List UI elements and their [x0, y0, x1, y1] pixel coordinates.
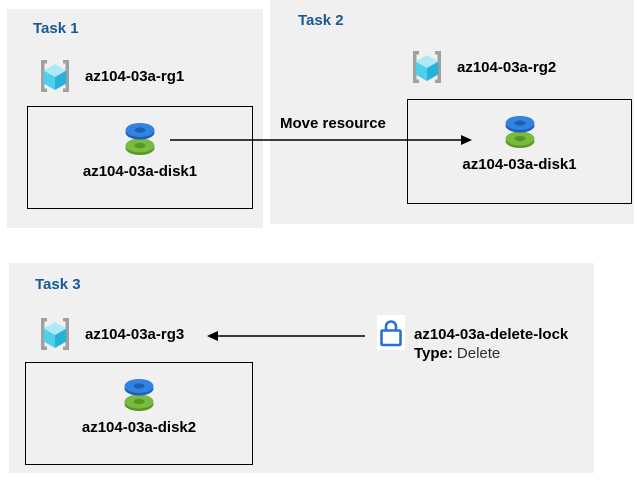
disk-icon	[124, 379, 154, 411]
lock-type-value: Delete	[456, 345, 501, 362]
task1-resource-group: az104-03a-rg1	[35, 56, 184, 96]
task1-resource-group-label: az104-03a-rg1	[85, 67, 185, 85]
task3-resource-box: az104-03a-disk2	[25, 362, 253, 465]
task1-panel: Task 1 az104-03a-rg1 az104-03a-disk1	[7, 9, 263, 228]
lock-name: az104-03a-delete-lock	[414, 326, 569, 343]
lock-type-label: Type:	[414, 345, 453, 362]
disk-icon	[125, 123, 155, 155]
task2-title: Task 2	[298, 12, 344, 29]
lock-annotation: az104-03a-delete-lock Type:Delete	[414, 325, 568, 363]
task2-resource-group-label: az104-03a-rg2	[457, 58, 557, 76]
lock-icon	[380, 319, 402, 346]
resource-group-icon	[41, 318, 69, 350]
task1-title: Task 1	[33, 20, 79, 37]
task3-panel: Task 3 az104-03a-rg3 az104-03a-disk2	[9, 263, 594, 473]
task3-disk-label: az104-03a-disk2	[81, 419, 197, 436]
task2-disk-label: az104-03a-disk1	[462, 156, 577, 173]
disk-icon	[505, 116, 534, 148]
resource-group-icon	[41, 60, 69, 92]
lock-type-line: Type:Delete	[414, 344, 568, 363]
lock-icon-container	[377, 315, 405, 350]
task3-resource-group-label: az104-03a-rg3	[85, 325, 185, 343]
delete-lock-arrow	[207, 331, 365, 341]
move-resource-arrow	[170, 135, 472, 145]
task2-panel: Task 2 az104-03a-rg2 az104-03a-disk1	[270, 0, 634, 224]
task1-resource-box: az104-03a-disk1	[27, 106, 253, 209]
move-resource-label: Move resource	[280, 115, 386, 132]
task3-title: Task 3	[35, 276, 81, 293]
task3-resource-group: az104-03a-rg3	[35, 314, 184, 354]
task2-resource-group: az104-03a-rg2	[407, 47, 556, 87]
task1-disk-label: az104-03a-disk1	[82, 163, 198, 180]
resource-group-icon	[413, 51, 441, 83]
task2-resource-box: az104-03a-disk1	[407, 99, 632, 204]
